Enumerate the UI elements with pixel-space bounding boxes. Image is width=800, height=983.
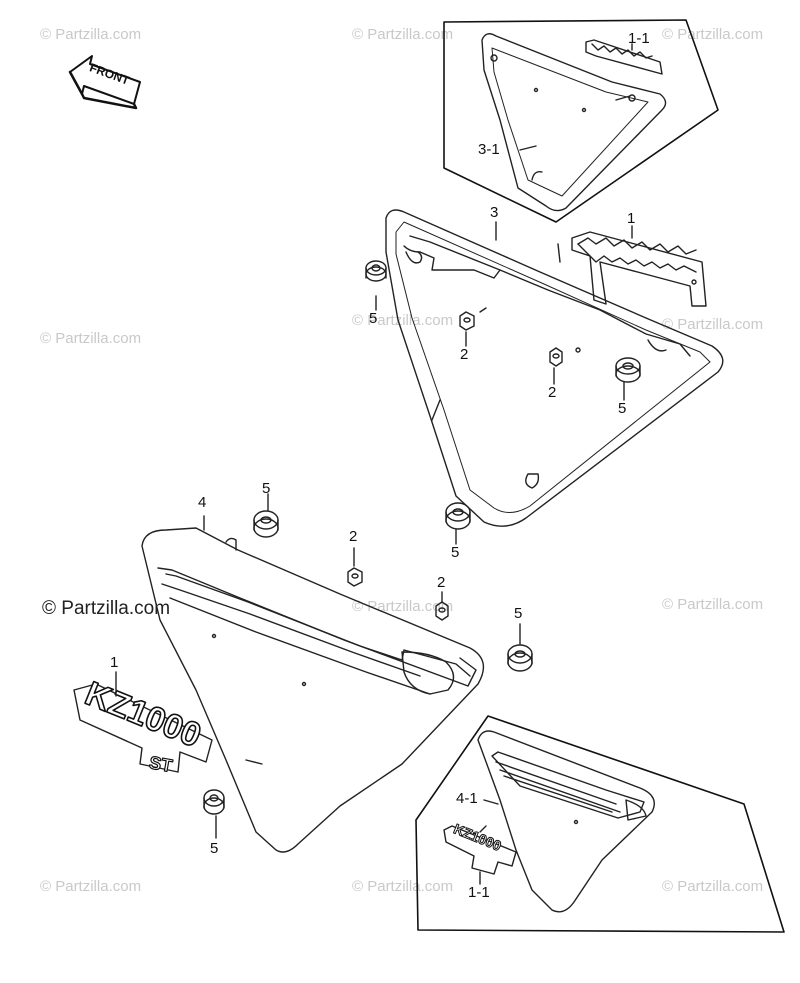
nut <box>549 347 563 367</box>
callout-5-b: 5 <box>618 400 627 417</box>
watermark: © Partzilla.com <box>662 596 764 613</box>
nut <box>347 567 363 587</box>
callout-3-1: 3-1 <box>478 141 500 158</box>
grommet <box>507 644 533 672</box>
callout-5-e: 5 <box>514 605 523 622</box>
side-cover-left <box>141 527 485 853</box>
watermark: © Partzilla.com <box>662 316 764 333</box>
callout-5-d: 5 <box>451 544 460 561</box>
grommet <box>445 502 471 530</box>
grommet <box>365 260 387 282</box>
callout-2-b: 2 <box>548 384 557 401</box>
grommet <box>203 789 225 815</box>
nut <box>435 601 449 621</box>
callout-5-f: 5 <box>210 840 219 857</box>
callout-1-left: 1 <box>110 654 119 671</box>
watermark: © Partzilla.com <box>42 598 171 619</box>
watermark: © Partzilla.com <box>40 330 142 347</box>
emblem-right <box>571 231 707 307</box>
inset-box-top <box>443 19 719 223</box>
grommet <box>253 510 279 538</box>
callout-5-c: 5 <box>262 480 271 497</box>
watermark: © Partzilla.com <box>40 26 142 43</box>
emblem-sub-text: ST <box>148 752 174 776</box>
watermark: © Partzilla.com <box>662 878 764 895</box>
watermark: © Partzilla.com <box>352 26 454 43</box>
watermark: © Partzilla.com <box>40 878 142 895</box>
watermark: © Partzilla.com <box>352 878 454 895</box>
callout-1-1-top: 1-1 <box>628 30 650 47</box>
emblem-kz1000-left: KZ1000 ST <box>73 674 213 777</box>
nut <box>459 307 487 331</box>
callout-3: 3 <box>490 204 499 221</box>
grommet <box>615 357 641 383</box>
leader-line <box>483 799 499 805</box>
side-cover-right <box>385 209 724 527</box>
watermark: © Partzilla.com <box>352 598 454 615</box>
callout-5-a: 5 <box>369 310 378 327</box>
callout-1-right: 1 <box>627 210 636 227</box>
callout-4: 4 <box>198 494 207 511</box>
watermark: © Partzilla.com <box>352 312 454 329</box>
callout-2-c: 2 <box>349 528 358 545</box>
callout-1-1-bottom: 1-1 <box>468 884 490 901</box>
front-arrow-icon: FRONT <box>68 55 141 110</box>
callout-2-a: 2 <box>460 346 469 363</box>
watermark: © Partzilla.com <box>662 26 764 43</box>
callout-2-d: 2 <box>437 574 446 591</box>
callout-4-1: 4-1 <box>456 790 478 807</box>
